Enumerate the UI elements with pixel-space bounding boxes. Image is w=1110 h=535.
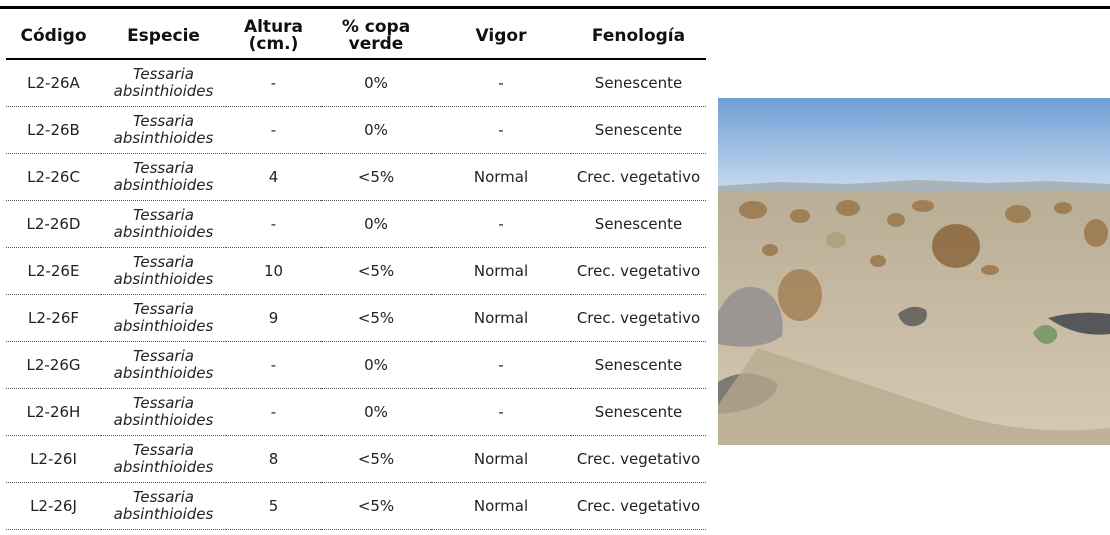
header-copa-verde: % copa verde bbox=[321, 14, 431, 60]
cell-altura: 8 bbox=[226, 435, 321, 483]
cell-copa-verde: 0% bbox=[321, 106, 431, 154]
cell-vigor: Normal bbox=[431, 482, 571, 530]
cell-copa-verde: <5% bbox=[321, 435, 431, 483]
cell-vigor: - bbox=[431, 106, 571, 154]
cell-altura: 9 bbox=[226, 294, 321, 342]
cell-especie: Tessaria absinthioides bbox=[101, 106, 226, 154]
cell-altura: 10 bbox=[226, 247, 321, 295]
cell-especie: Tessaria absinthioides bbox=[101, 341, 226, 389]
table-row: L2-26B Tessaria absinthioides - 0% - Sen… bbox=[6, 106, 706, 154]
cell-especie: Tessaria absinthioides bbox=[101, 59, 226, 107]
cell-copa-verde: 0% bbox=[321, 200, 431, 248]
cell-fenologia: Senescente bbox=[571, 106, 706, 154]
cell-especie: Tessaria absinthioides bbox=[101, 294, 226, 342]
cell-vigor: Normal bbox=[431, 153, 571, 201]
table-row: L2-26C Tessaria absinthioides 4 <5% Norm… bbox=[6, 153, 706, 201]
cell-copa-verde: 0% bbox=[321, 341, 431, 389]
cell-especie: Tessaria absinthioides bbox=[101, 482, 226, 530]
sky bbox=[718, 98, 1110, 193]
cell-altura: - bbox=[226, 388, 321, 436]
cell-vigor: - bbox=[431, 341, 571, 389]
cell-codigo: L2-26H bbox=[6, 388, 101, 436]
cell-fenologia: Crec. vegetativo bbox=[571, 482, 706, 530]
cell-altura: - bbox=[226, 59, 321, 107]
cell-especie: Tessaria absinthioides bbox=[101, 153, 226, 201]
cell-especie: Tessaria absinthioides bbox=[101, 435, 226, 483]
cell-vigor: - bbox=[431, 59, 571, 107]
cell-especie: Tessaria absinthioides bbox=[101, 200, 226, 248]
cell-vigor: Normal bbox=[431, 294, 571, 342]
header-especie: Especie bbox=[101, 14, 226, 60]
table-row: L2-26G Tessaria absinthioides - 0% - Sen… bbox=[6, 341, 706, 389]
cell-copa-verde: 0% bbox=[321, 59, 431, 107]
cell-fenologia: Senescente bbox=[571, 200, 706, 248]
table-row: L2-26H Tessaria absinthioides - 0% - Sen… bbox=[6, 388, 706, 436]
table-row: L2-26I Tessaria absinthioides 8 <5% Norm… bbox=[6, 435, 706, 483]
landscape-photo bbox=[718, 98, 1110, 445]
cell-vigor: Normal bbox=[431, 247, 571, 295]
table-row: L2-26F Tessaria absinthioides 9 <5% Norm… bbox=[6, 294, 706, 342]
table-row: L2-26D Tessaria absinthioides - 0% - Sen… bbox=[6, 200, 706, 248]
distant-hills bbox=[718, 180, 1110, 194]
cell-copa-verde: 0% bbox=[321, 388, 431, 436]
cell-codigo: L2-26I bbox=[6, 435, 101, 483]
cell-codigo: L2-26J bbox=[6, 482, 101, 530]
cell-vigor: Normal bbox=[431, 435, 571, 483]
cell-especie: Tessaria absinthioides bbox=[101, 388, 226, 436]
cell-altura: 5 bbox=[226, 482, 321, 530]
cell-fenologia: Crec. vegetativo bbox=[571, 294, 706, 342]
table-row: L2-26J Tessaria absinthioides 5 <5% Norm… bbox=[6, 482, 706, 530]
trench-shadow bbox=[718, 348, 1110, 445]
table-row: L2-26A Tessaria absinthioides - 0% - Sen… bbox=[6, 59, 706, 107]
cell-copa-verde: <5% bbox=[321, 153, 431, 201]
header-vigor: Vigor bbox=[431, 14, 571, 60]
cell-copa-verde: <5% bbox=[321, 482, 431, 530]
cell-fenologia: Senescente bbox=[571, 341, 706, 389]
cell-codigo: L2-26C bbox=[6, 153, 101, 201]
top-rule bbox=[0, 6, 1110, 9]
cell-codigo: L2-26E bbox=[6, 247, 101, 295]
cell-fenologia: Crec. vegetativo bbox=[571, 435, 706, 483]
cell-codigo: L2-26D bbox=[6, 200, 101, 248]
green-shrub bbox=[1033, 324, 1058, 344]
cell-copa-verde: <5% bbox=[321, 247, 431, 295]
table-body: L2-26A Tessaria absinthioides - 0% - Sen… bbox=[6, 59, 706, 530]
header-codigo: Código bbox=[6, 14, 101, 60]
cell-codigo: L2-26G bbox=[6, 341, 101, 389]
table-row: L2-26E Tessaria absinthioides 10 <5% Nor… bbox=[6, 247, 706, 295]
cell-fenologia: Crec. vegetativo bbox=[571, 153, 706, 201]
cell-altura: - bbox=[226, 106, 321, 154]
header-altura: Altura (cm.) bbox=[226, 14, 321, 60]
cell-fenologia: Senescente bbox=[571, 388, 706, 436]
cell-vigor: - bbox=[431, 200, 571, 248]
cell-altura: - bbox=[226, 200, 321, 248]
cell-codigo: L2-26F bbox=[6, 294, 101, 342]
cell-fenologia: Senescente bbox=[571, 59, 706, 107]
cell-fenologia: Crec. vegetativo bbox=[571, 247, 706, 295]
cell-altura: 4 bbox=[226, 153, 321, 201]
cell-codigo: L2-26A bbox=[6, 59, 101, 107]
table-header-row: Código Especie Altura (cm.) % copa verde… bbox=[6, 14, 706, 60]
cell-codigo: L2-26B bbox=[6, 106, 101, 154]
shrub-group bbox=[739, 200, 1108, 321]
plant-table: Código Especie Altura (cm.) % copa verde… bbox=[6, 14, 706, 530]
header-fenologia: Fenología bbox=[571, 14, 706, 60]
cell-copa-verde: <5% bbox=[321, 294, 431, 342]
cell-vigor: - bbox=[431, 388, 571, 436]
cell-altura: - bbox=[226, 341, 321, 389]
cell-especie: Tessaria absinthioides bbox=[101, 247, 226, 295]
